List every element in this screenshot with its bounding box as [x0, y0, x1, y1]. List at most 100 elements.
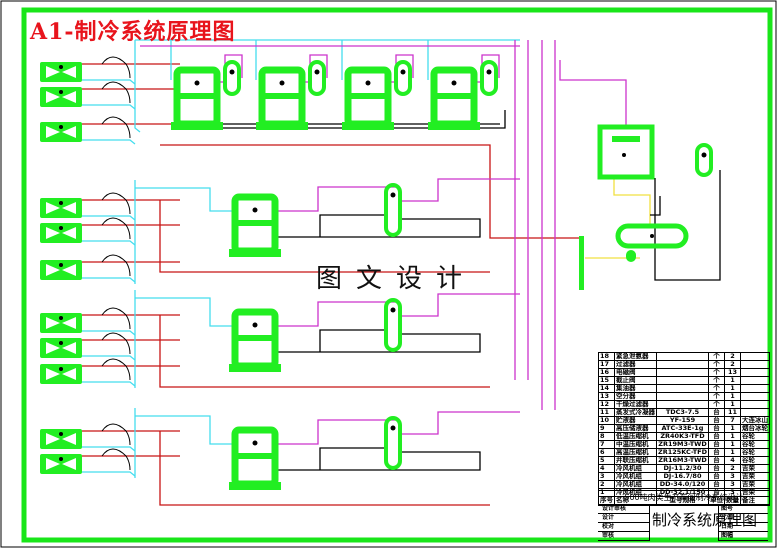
fan-icon	[46, 126, 60, 138]
expansion-valve-bulb	[101, 423, 131, 446]
pipe	[319, 447, 386, 470]
fan-icon	[46, 458, 60, 470]
evaporator-unit	[40, 448, 131, 474]
evaporator-unit	[40, 358, 131, 384]
suction-pipe	[82, 240, 136, 246]
suction-pipe	[82, 139, 136, 145]
cell-name: 中温压缩机	[614, 440, 657, 449]
cell-qty: 2	[723, 352, 741, 361]
cell-note: 烟台冰轮	[739, 424, 770, 433]
suction-pipe	[82, 381, 136, 387]
cell-qty: 2	[723, 360, 741, 369]
sensor-icon	[486, 69, 492, 75]
compressor	[229, 426, 281, 490]
fan-icon	[46, 66, 60, 78]
parts-header-row: 序号名称型号规格单位数量备注	[598, 496, 770, 505]
evaporator-body	[40, 338, 82, 358]
pipe	[275, 451, 481, 471]
sensor-icon	[59, 226, 63, 230]
cell-model: DJ-16.7/80	[656, 472, 709, 481]
cell-model	[656, 384, 709, 393]
pipe	[319, 214, 386, 237]
cell-no: 18	[598, 352, 615, 361]
cell-qty: 13	[723, 368, 741, 377]
cell-note	[739, 408, 770, 417]
cell-qty: 11	[723, 408, 741, 417]
evaporator-unit	[40, 332, 131, 358]
evaporator-unit	[40, 116, 131, 142]
cell-name: 过滤器	[614, 360, 657, 369]
cell-no: 7	[598, 440, 615, 449]
pipe	[135, 415, 232, 445]
expansion-valve-bulb	[101, 254, 131, 277]
cell-model	[656, 376, 709, 385]
fan-icon	[62, 91, 76, 103]
fan-icon	[46, 202, 60, 214]
expansion-valve-bulb	[101, 56, 131, 79]
cell-model: ATC-33E-1g	[656, 424, 709, 433]
tb-label: 设计	[598, 514, 650, 523]
sensor-icon	[252, 207, 258, 213]
evaporator-unit	[40, 307, 131, 333]
cell-no: 11	[598, 408, 615, 417]
cell-note	[739, 400, 770, 409]
cell-qty: 3	[723, 472, 741, 481]
pipe	[275, 218, 481, 238]
cell-name: 集油器	[614, 384, 657, 393]
suction-pipe	[82, 277, 136, 283]
fan-icon	[62, 126, 76, 138]
sensor-icon	[229, 69, 235, 75]
cell-model	[656, 400, 709, 409]
oil-separator	[384, 416, 402, 470]
sensor-icon	[390, 307, 396, 313]
compressor-base	[171, 122, 223, 130]
cell-note	[739, 384, 770, 393]
oil-separator	[480, 60, 498, 96]
pipe	[275, 301, 395, 327]
evaporator-body	[40, 62, 82, 82]
compressor-base	[342, 122, 394, 130]
title-block-right: 图号 比例 日期 图幅	[718, 505, 768, 541]
sensor-icon	[314, 69, 320, 75]
suction-pipe	[82, 446, 136, 452]
cell-unit: 个	[707, 384, 725, 393]
evaporator-unit	[40, 254, 131, 280]
separator-body	[394, 60, 412, 96]
evaporator-unit	[40, 423, 131, 449]
cell-model	[656, 368, 709, 377]
fan-icon	[62, 264, 76, 276]
cell-model: ZR19M3-TWD	[656, 440, 709, 449]
cell-name: 贮液器	[614, 416, 657, 425]
watermark-text: 图文设计	[316, 264, 477, 294]
fan-icon	[46, 368, 60, 380]
cell-no: 6	[598, 448, 615, 457]
cell-no: 12	[598, 400, 615, 409]
sensor-icon	[390, 425, 396, 431]
separator-body	[695, 143, 713, 177]
cell-model	[656, 352, 709, 361]
cell-unit: 台	[707, 456, 725, 465]
oil-separator	[308, 60, 326, 96]
sensor-icon	[279, 80, 285, 86]
separator-body	[384, 183, 402, 237]
sensor-icon	[59, 316, 63, 320]
sensor-icon	[194, 80, 200, 86]
cell-unit: 台	[707, 440, 725, 449]
cell-no: 14	[598, 384, 615, 393]
pipe	[135, 187, 232, 212]
compressor	[229, 193, 281, 257]
cell-unit: 台	[707, 432, 725, 441]
cell-unit: 台	[707, 424, 725, 433]
fan-icon	[46, 91, 60, 103]
pipe	[400, 411, 520, 435]
pipe	[159, 431, 490, 506]
separator-body	[308, 60, 326, 96]
